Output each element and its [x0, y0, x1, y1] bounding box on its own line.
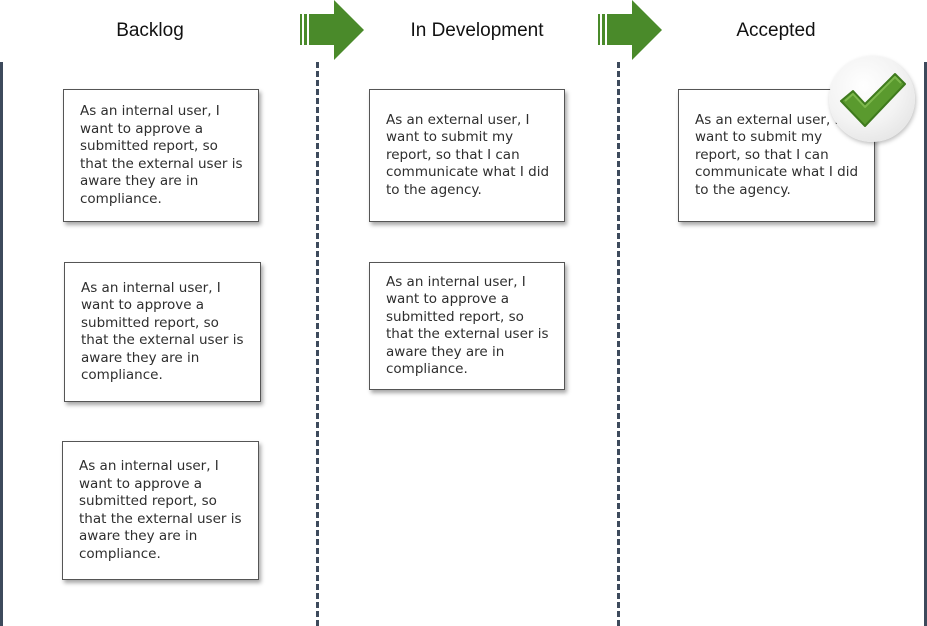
- story-card-text: As an external user, I want to submit my…: [695, 111, 859, 198]
- right-arrow-icon: [598, 0, 662, 60]
- story-card-text: As an internal user, I want to approve a…: [386, 273, 549, 378]
- column-divider: [316, 62, 319, 626]
- story-card-backlog-2[interactable]: As an internal user, I want to approve a…: [64, 262, 261, 402]
- column-header-backlog: Backlog: [116, 20, 184, 41]
- column-header-accepted: Accepted: [736, 20, 816, 41]
- story-card-text: As an external user, I want to submit my…: [386, 111, 550, 198]
- story-card-backlog-3[interactable]: As an internal user, I want to approve a…: [62, 441, 259, 580]
- story-card-backlog-1[interactable]: As an internal user, I want to approve a…: [63, 89, 259, 222]
- story-card-text: As an internal user, I want to approve a…: [79, 458, 242, 562]
- story-card-development-1[interactable]: As an external user, I want to submit my…: [369, 89, 565, 222]
- checkmark-icon: [840, 73, 906, 127]
- story-card-development-2[interactable]: As an internal user, I want to approve a…: [369, 262, 565, 390]
- right-arrow-icon: [300, 0, 364, 60]
- board-left-border: [0, 62, 3, 626]
- board-right-border: [924, 62, 927, 626]
- story-card-text: As an internal user, I want to approve a…: [80, 103, 243, 207]
- column-header-in-development: In Development: [410, 20, 544, 41]
- accepted-badge: [829, 56, 915, 142]
- story-card-text: As an internal user, I want to approve a…: [81, 279, 244, 384]
- column-divider: [617, 62, 620, 626]
